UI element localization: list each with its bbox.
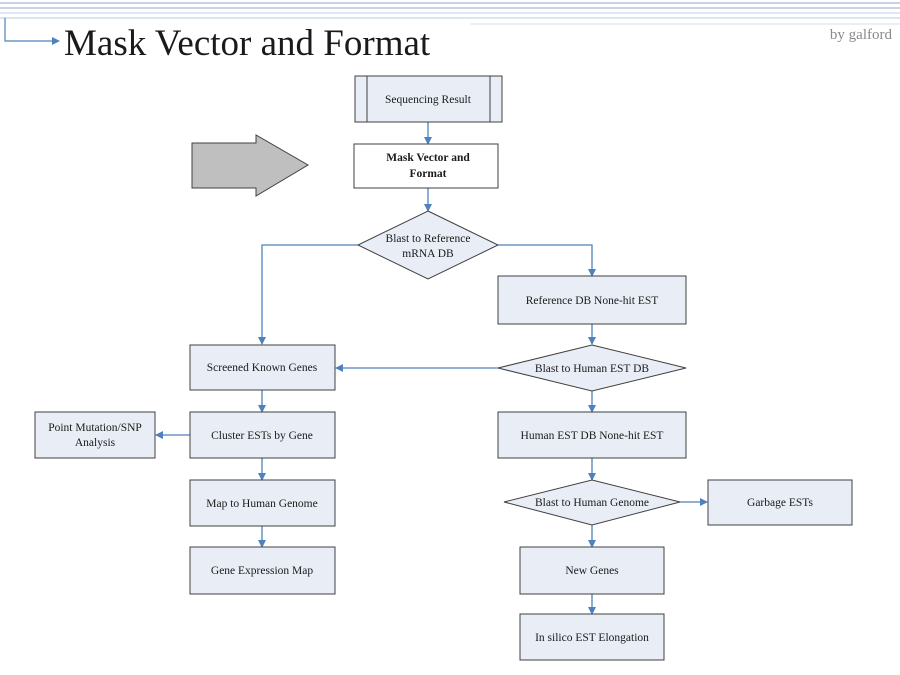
- node-garbage-ests: Garbage ESTs: [707, 479, 853, 526]
- node-label: New Genes: [565, 565, 619, 577]
- node-human-est-none-hit: Human EST DB None-hit EST: [497, 411, 687, 459]
- node-label: Blast to Reference: [386, 233, 471, 245]
- node-blast-reference-decision: Blast to Reference mRNA DB: [356, 210, 500, 280]
- node-label: Gene Expression Map: [211, 565, 313, 577]
- title-arrow-icon: [52, 37, 60, 45]
- node-label: Blast to Human Genome: [535, 497, 649, 509]
- node-label: In silico EST Elongation: [535, 632, 649, 644]
- node-gene-expression-map: Gene Expression Map: [189, 546, 336, 595]
- connector-arrow: [498, 244, 596, 277]
- node-label: Analysis: [75, 437, 116, 449]
- node-label: Format: [409, 168, 446, 180]
- node-cluster-ests: Cluster ESTs by Gene: [189, 411, 336, 459]
- node-label: Blast to Human EST DB: [535, 363, 649, 375]
- node-blast-human-est-decision: Blast to Human EST DB: [497, 344, 687, 392]
- author-byline: by galford: [829, 27, 892, 43]
- node-in-silico-elongation: In silico EST Elongation: [519, 613, 665, 661]
- node-point-mutation: Point Mutation/SNP Analysis: [34, 411, 156, 459]
- node-map-human-genome: Map to Human Genome: [189, 479, 336, 527]
- connectors: [155, 122, 708, 615]
- node-label: Human EST DB None-hit EST: [521, 430, 664, 442]
- node-label: Map to Human Genome: [206, 498, 317, 510]
- node-label: Reference DB None-hit EST: [526, 295, 659, 307]
- node-mask-vector-format: Mask Vector and Format: [353, 143, 499, 189]
- connector-arrow: [258, 244, 358, 345]
- node-sequencing-result: Sequencing Result: [354, 75, 503, 123]
- node-reference-none-hit: Reference DB None-hit EST: [497, 275, 687, 325]
- node-label: mRNA DB: [402, 248, 454, 260]
- node-label: Sequencing Result: [385, 94, 472, 106]
- title-connector: [4, 18, 52, 42]
- page-title: Mask Vector and Format: [64, 23, 431, 64]
- node-label: Screened Known Genes: [207, 362, 318, 374]
- node-screened-known-genes: Screened Known Genes: [189, 344, 336, 391]
- node-label: Mask Vector and: [386, 152, 470, 164]
- node-label: Cluster ESTs by Gene: [211, 430, 313, 442]
- node-label: Garbage ESTs: [747, 497, 813, 509]
- current-step-pointer-icon: [191, 134, 309, 197]
- node-blast-human-genome-decision: Blast to Human Genome: [503, 479, 681, 526]
- node-new-genes: New Genes: [519, 546, 665, 595]
- node-label: Point Mutation/SNP: [48, 422, 142, 434]
